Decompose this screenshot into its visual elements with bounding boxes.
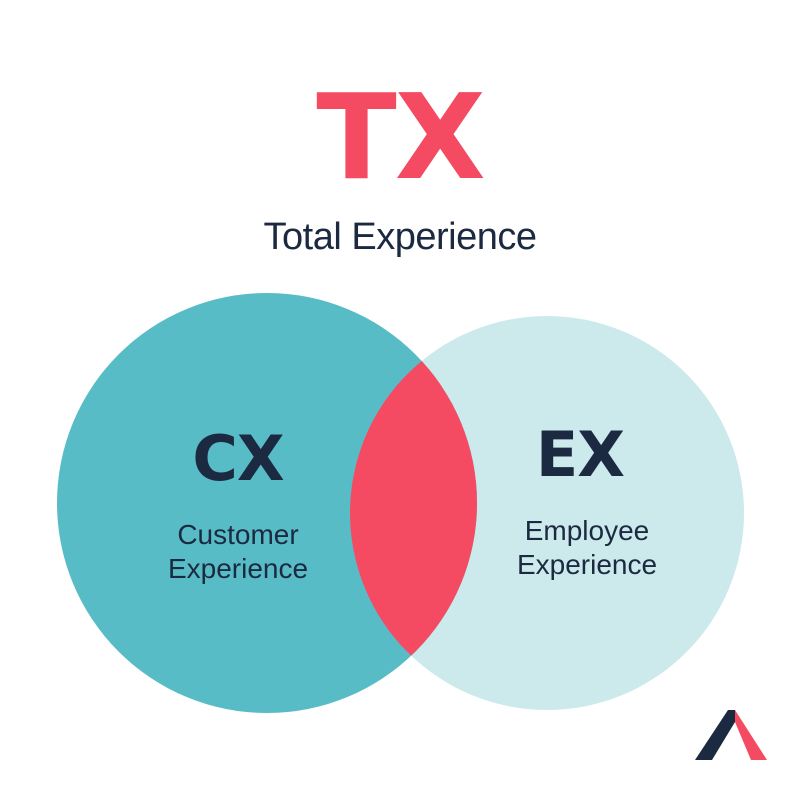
total-experience-subtitle: Total Experience	[263, 216, 537, 258]
employee-experience-line1: Employee	[524, 515, 650, 546]
employee-experience-line2: Experience	[516, 549, 658, 580]
customer-experience-circle	[57, 293, 477, 713]
customer-experience-line2: Experience	[167, 553, 309, 584]
employee-experience-label: Employee Experience	[467, 514, 707, 582]
chevron-peak-logo-icon	[695, 710, 767, 760]
cx-label: CX	[192, 422, 284, 495]
ex-label: EX	[535, 418, 625, 491]
customer-experience-line1: Customer	[177, 519, 299, 550]
tx-headline: TX	[316, 68, 485, 206]
customer-experience-label: Customer Experience	[118, 518, 358, 586]
